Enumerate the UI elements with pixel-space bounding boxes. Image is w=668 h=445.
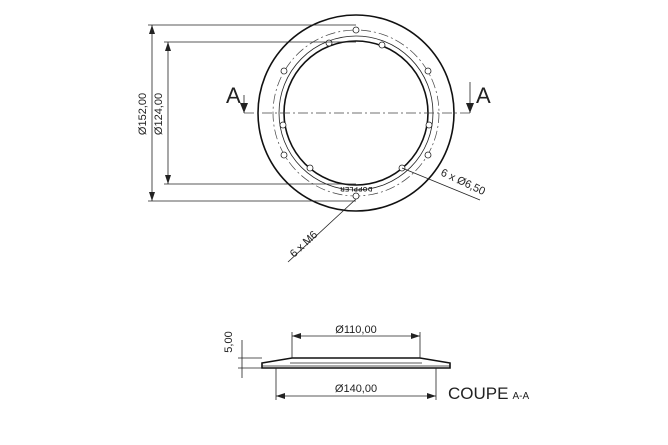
hole-top-right: [378, 41, 386, 49]
section-title-suffix: A-A: [512, 391, 529, 402]
hole-left: [279, 121, 287, 129]
leader-threads: [287, 198, 357, 263]
svg-text:Ø140,00: Ø140,00: [335, 383, 377, 395]
hole-pattern: [279, 26, 433, 200]
dim-bottom-diameter-label: 140,00: [343, 383, 377, 395]
plan-view: DOPPLER A A Ø152,00: [137, 14, 491, 263]
dim-threads-label: 6 x M6: [288, 229, 320, 260]
hole-lower-right: [424, 151, 432, 159]
dim-inner-diameter-label: 124,00: [153, 93, 165, 127]
svg-text:Ø110,00: Ø110,00: [335, 324, 376, 336]
dim-thickness: [238, 340, 262, 378]
section-marker-right: A: [476, 83, 491, 108]
leader-holes: [401, 167, 481, 201]
hole-top: [352, 26, 360, 34]
svg-text:Ø152,00: Ø152,00: [137, 93, 149, 135]
hole-bottom-left: [306, 164, 314, 172]
brand-text: DOPPLER: [340, 185, 373, 191]
dim-bottom-diameter: [275, 368, 437, 400]
hole-top-left: [325, 39, 333, 47]
dim-inner-diameter: [164, 41, 356, 185]
hole-right: [425, 121, 433, 129]
dim-thickness-label: 5,00: [223, 331, 235, 352]
hole-bottom: [352, 192, 360, 200]
hole-upper-left: [280, 67, 288, 75]
hole-upper-right: [424, 67, 432, 75]
dim-outer-diameter: [148, 24, 356, 202]
svg-text:Ø124,00: Ø124,00: [153, 93, 165, 135]
section-title: COUPE: [448, 384, 508, 403]
diameter-symbol: Ø: [335, 383, 344, 395]
diameter-symbol: Ø: [137, 126, 149, 135]
diameter-symbol: Ø: [153, 126, 165, 135]
section-arrow-left: [240, 95, 248, 113]
section-marker-left: A: [226, 83, 241, 108]
dim-top-diameter-label: 110,00: [344, 324, 377, 336]
dim-top-diameter: [291, 332, 421, 358]
section-arrow-right: [466, 82, 474, 113]
dim-outer-diameter-label: 152,00: [137, 93, 149, 127]
hole-lower-left: [280, 151, 288, 159]
diameter-symbol: Ø: [335, 324, 344, 336]
